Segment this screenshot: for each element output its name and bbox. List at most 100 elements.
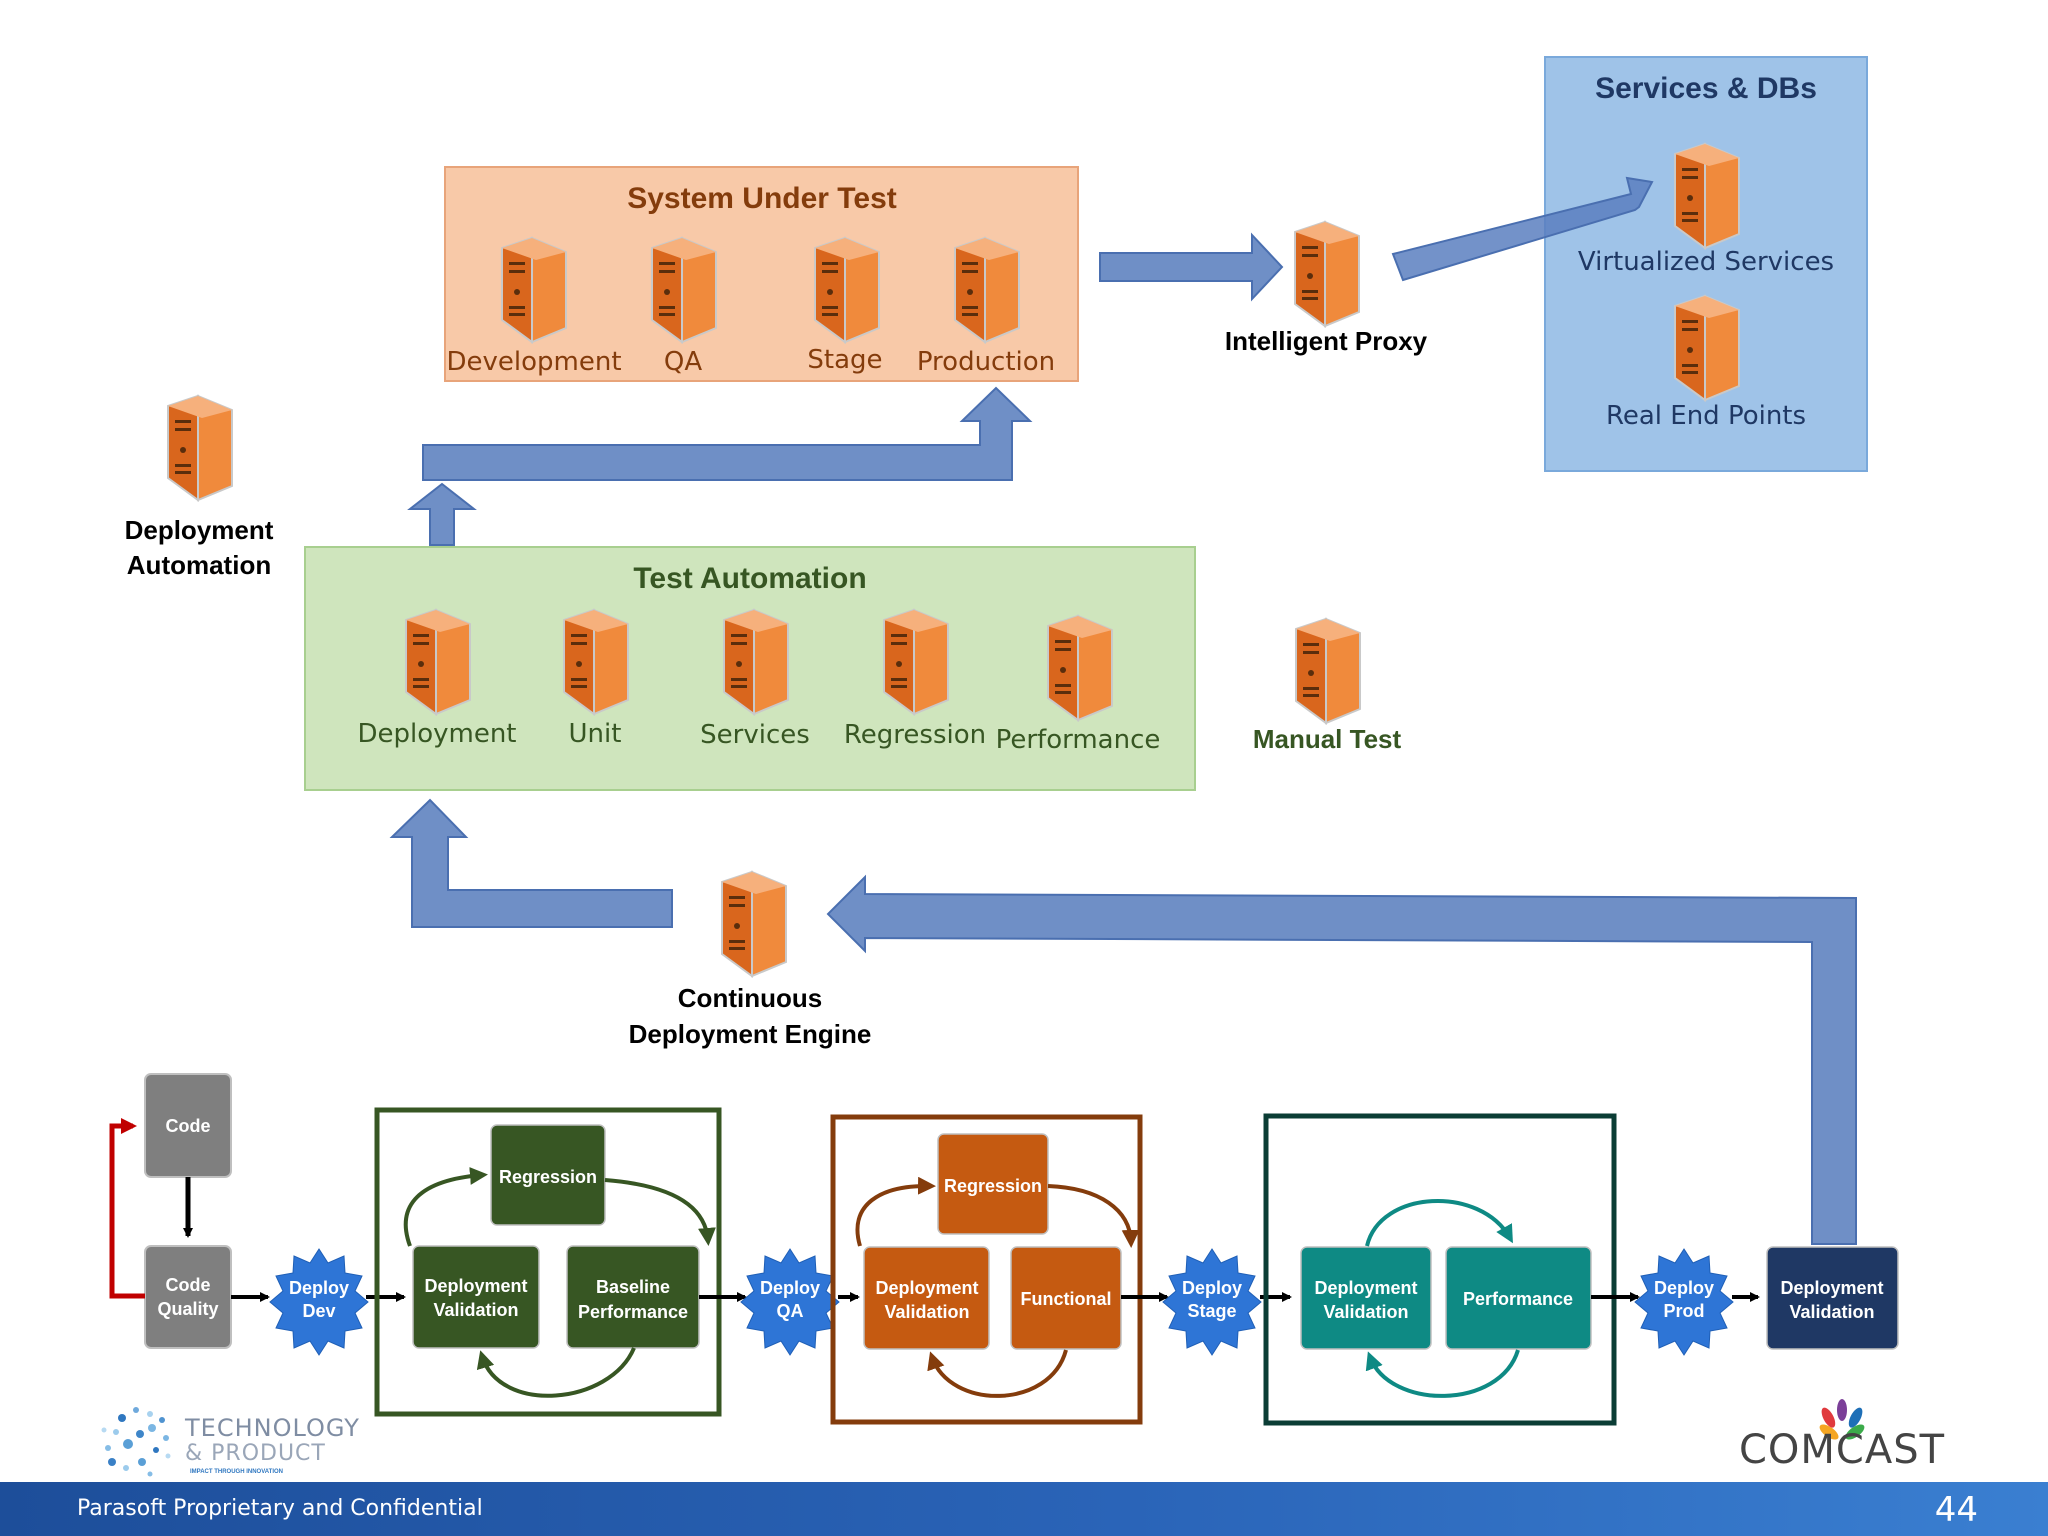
- manual-test-label: Manual Test: [1253, 724, 1402, 754]
- services-box: [1544, 56, 1868, 472]
- cde-label-line1: Continuous: [678, 983, 822, 1013]
- qa-cycle-arrow-to-functional: [1047, 1184, 1140, 1248]
- stage-cycle-arrow-to-performance: [1365, 1198, 1513, 1247]
- code-quality-label-line2: Quality: [157, 1299, 218, 1319]
- qa-cycle-arrow-to-validation: [927, 1349, 1068, 1398]
- footer-confidential-text: Parasoft Proprietary and Confidential: [77, 1496, 483, 1521]
- intelligent-proxy-label: Intelligent Proxy: [1225, 326, 1428, 356]
- arrow-proxy-to-services: [1391, 176, 1654, 282]
- intelligent-proxy-server-icon: [1294, 221, 1360, 327]
- ta-regression-label: Regression: [844, 720, 986, 750]
- qa-regression-label: Regression: [944, 1176, 1042, 1196]
- prod-deployment-validation-line2: Validation: [1789, 1302, 1874, 1322]
- code-label: Code: [166, 1116, 211, 1136]
- virtualized-services-label: Virtualized Services: [1578, 247, 1834, 277]
- ta-regression-server-icon: [883, 609, 949, 715]
- sut-production-label: Production: [917, 347, 1055, 377]
- sut-development-label: Development: [446, 347, 621, 377]
- code-quality-label-line1: Code: [166, 1275, 211, 1295]
- ta-services-server-icon: [723, 609, 789, 715]
- tp-line2: & PRODUCT: [185, 1441, 326, 1466]
- deployment-automation-label-line2: Automation: [127, 550, 271, 580]
- real-end-points-label: Real End Points: [1606, 401, 1806, 431]
- ta-unit-server-icon: [563, 609, 629, 715]
- comcast-logo: COMCAST: [1739, 1399, 1945, 1473]
- deploy-prod-badge: Deploy Prod: [1634, 1248, 1734, 1356]
- dev-deployment-validation-line1: Deployment: [424, 1276, 527, 1296]
- page-number: 44: [1934, 1490, 1978, 1530]
- manual-test-server-icon: [1295, 618, 1361, 724]
- peacock-icon: [1819, 1399, 1865, 1440]
- deploy-prod-label-line2: Prod: [1663, 1301, 1704, 1321]
- comcast-wordmark: COMCAST: [1739, 1427, 1945, 1473]
- swirl-dots-icon: [101, 1407, 171, 1477]
- ta-performance-server-icon: [1047, 615, 1113, 721]
- qa-deployment-validation-box: [863, 1246, 990, 1350]
- sut-stage-label: Stage: [807, 345, 882, 375]
- real-end-points-server-icon: [1674, 295, 1740, 401]
- sut-title: System Under Test: [627, 182, 897, 215]
- deploy-qa-badge: Deploy QA: [740, 1248, 840, 1356]
- qa-deployment-validation-line1: Deployment: [875, 1278, 978, 1298]
- dev-deployment-validation-box: [412, 1245, 540, 1349]
- stage-cycle-arrow-to-validation: [1365, 1349, 1520, 1398]
- deploy-qa-label-line2: QA: [777, 1301, 804, 1321]
- deployment-automation-label-line1: Deployment: [125, 515, 274, 545]
- prod-deployment-validation-line1: Deployment: [1780, 1278, 1883, 1298]
- arrow-prod-feedback-to-cde: [826, 874, 1857, 1245]
- stage-deployment-validation-box: [1300, 1246, 1432, 1350]
- deploy-stage-label-line1: Deploy: [1182, 1278, 1242, 1298]
- qa-regression-box: [937, 1133, 1049, 1235]
- stage-performance-label: Performance: [1463, 1289, 1573, 1309]
- dev-cycle-arrow-to-baseline: [604, 1178, 716, 1246]
- stage-deployment-validation-line2: Validation: [1323, 1302, 1408, 1322]
- arrow-sut-to-proxy: [1099, 232, 1284, 302]
- dev-deployment-validation-line2: Validation: [433, 1300, 518, 1320]
- dev-cycle-arrow-to-validation: [476, 1347, 636, 1398]
- dev-baseline-performance-line1: Baseline: [596, 1277, 670, 1297]
- qa-stage-frame: [830, 1114, 1143, 1425]
- deploy-dev-label-line1: Deploy: [289, 1278, 349, 1298]
- sut-qa-label: QA: [664, 347, 702, 377]
- qa-cycle-arrow-to-regression: [855, 1176, 936, 1247]
- ta-performance-label: Performance: [996, 725, 1161, 755]
- qa-server-icon: [651, 237, 717, 343]
- prod-deployment-validation-box: [1766, 1246, 1899, 1350]
- footer-bar: Parasoft Proprietary and Confidential 44: [0, 1482, 2048, 1536]
- dev-regression-box: [490, 1124, 606, 1226]
- development-server-icon: [501, 237, 567, 343]
- dev-baseline-performance-box: [566, 1245, 700, 1349]
- virtualized-services-server-icon: [1674, 143, 1740, 249]
- deploy-qa-label-line1: Deploy: [760, 1278, 820, 1298]
- tp-line1: TECHNOLOGY: [184, 1414, 360, 1442]
- ta-unit-label: Unit: [569, 719, 622, 749]
- dev-baseline-performance-line2: Performance: [578, 1302, 688, 1322]
- qa-functional-label: Functional: [1021, 1289, 1112, 1309]
- dev-regression-label: Regression: [499, 1167, 597, 1187]
- arrow-automation-up-to-production: [422, 386, 1033, 481]
- code-quality-box: [144, 1245, 232, 1349]
- deploy-dev-label-line2: Dev: [302, 1301, 335, 1321]
- services-title: Services & DBs: [1595, 72, 1817, 105]
- production-server-icon: [954, 237, 1020, 343]
- arrow-test-automation-to-sut: [407, 482, 477, 546]
- deploy-dev-badge: Deploy Dev: [269, 1248, 369, 1356]
- technology-product-logo: TECHNOLOGY & PRODUCT IMPACT THROUGH INNO…: [101, 1407, 360, 1477]
- stage-stage-frame: [1263, 1113, 1617, 1426]
- deploy-stage-badge: Deploy Stage: [1162, 1248, 1262, 1356]
- ta-deployment-server-icon: [405, 609, 471, 715]
- ta-services-label: Services: [700, 720, 810, 750]
- stage-server-icon: [814, 237, 880, 343]
- ta-deployment-label: Deployment: [357, 719, 516, 749]
- deploy-prod-label-line1: Deploy: [1654, 1278, 1714, 1298]
- qa-deployment-validation-line2: Validation: [884, 1302, 969, 1322]
- test-automation-title: Test Automation: [633, 562, 866, 595]
- deploy-stage-label-line2: Stage: [1187, 1301, 1236, 1321]
- arrow-cde-to-test-automation: [389, 798, 673, 928]
- arrow-quality-feedback-to-code: [109, 1118, 145, 1299]
- dev-stage-frame: [374, 1107, 722, 1417]
- stage-deployment-validation-line1: Deployment: [1314, 1278, 1417, 1298]
- cde-server-icon: [721, 871, 787, 977]
- tp-tagline: IMPACT THROUGH INNOVATION: [190, 1469, 283, 1475]
